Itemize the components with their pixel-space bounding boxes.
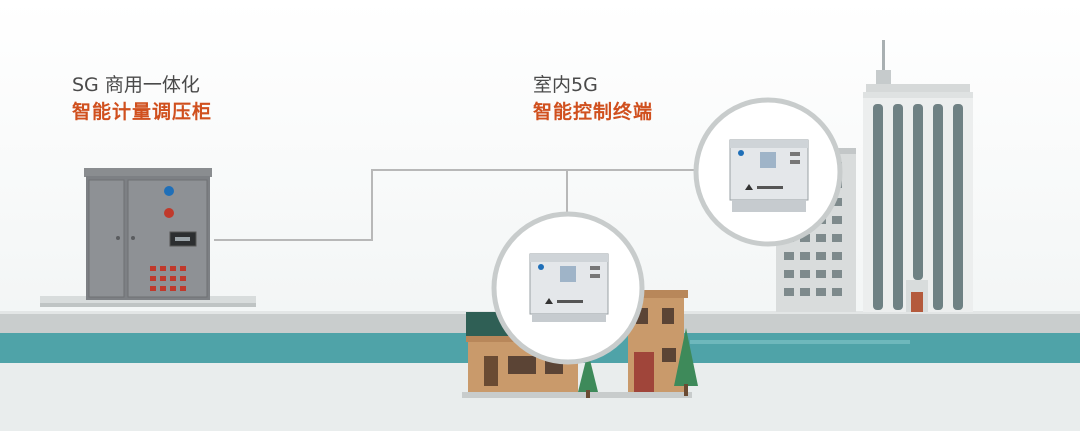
pipe-lines	[214, 169, 705, 241]
cabinet-label: SG 商用一体化 智能计量调压柜	[72, 72, 212, 126]
terminal-label-line1: 室内5G	[533, 74, 598, 96]
cabinet-icon	[40, 168, 256, 307]
tower-icon	[863, 40, 973, 312]
terminal-device-icon	[491, 211, 645, 365]
terminal-label: 室内5G 智能控制终端	[533, 72, 653, 126]
terminal-label-line2: 智能控制终端	[533, 101, 654, 123]
terminal-device-icon	[693, 97, 843, 247]
cabinet-label-line1: SG 商用一体化	[72, 74, 200, 96]
tree-icon	[578, 328, 698, 398]
cabinet-label-line2: 智能计量调压柜	[72, 101, 213, 123]
